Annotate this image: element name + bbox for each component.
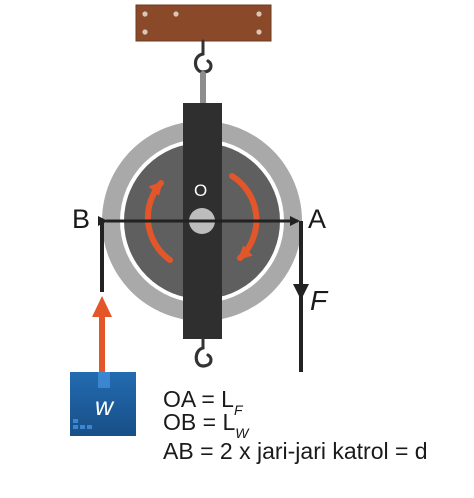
weight-block	[70, 372, 136, 436]
equation-ob: OB = LW	[163, 409, 248, 441]
point-o-label: O	[194, 181, 208, 200]
ceiling-plate	[135, 4, 272, 42]
bottom-hook	[194, 337, 213, 368]
equation-ab: AB = 2 x jari-jari katrol = d	[163, 440, 428, 463]
point-a-label: A	[308, 204, 327, 234]
force-arrow	[293, 284, 309, 300]
equation-ob-main: OB = L	[163, 409, 236, 435]
force-label: F	[310, 285, 328, 316]
equation-oa-sub: F	[233, 402, 243, 418]
top-hook	[193, 39, 213, 107]
equation-ab-main: AB = 2 x jari-jari katrol = d	[163, 438, 428, 464]
weight-label: w	[94, 393, 114, 421]
point-b-label: B	[72, 204, 91, 234]
equation-oa: OA = LF	[163, 386, 243, 418]
equation-ob-sub: W	[235, 425, 249, 441]
tension-arrow	[92, 296, 112, 372]
equation-oa-main: OA = L	[163, 386, 234, 412]
